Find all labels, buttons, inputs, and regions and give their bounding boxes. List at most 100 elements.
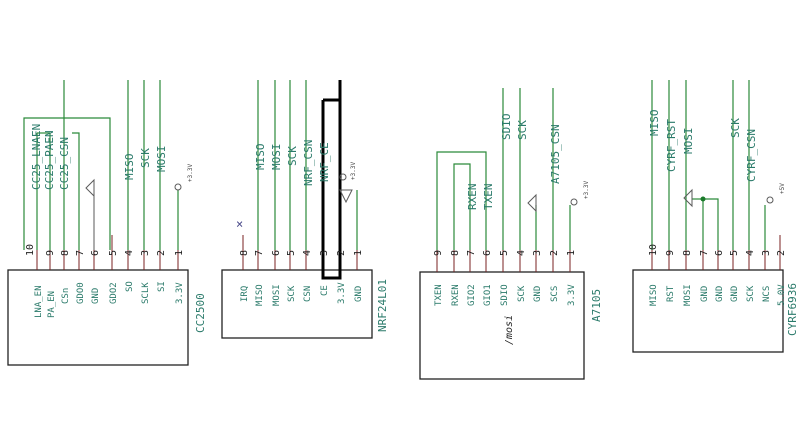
- chip-a7105: +3.3V SDIO SCK A7105_CSN TXEN RXEN 9 8 7…: [419, 88, 603, 380]
- cyrf6936-net-mosi: MOSI: [682, 128, 695, 155]
- cyrf6936-pin-name: RST: [666, 285, 676, 302]
- cyrf6936-pin-num: 2: [776, 250, 787, 256]
- cyrf6936-pin-name: NCS: [762, 286, 772, 302]
- a7105-net-sck: SCK: [516, 120, 529, 140]
- nrf24l01-pin-num: 3: [319, 250, 330, 256]
- nrf24l01-net-csn: NRF_CSN: [302, 140, 315, 186]
- a7105-pin-name: GIO2: [467, 284, 477, 306]
- cc2500-pin-name: LNA_EN: [34, 285, 44, 318]
- nrf24l01-net-ce: NRF_CE: [318, 142, 331, 182]
- a7105-pin-name: SCK: [517, 285, 527, 302]
- cc2500-ground-symbol: [85, 178, 95, 198]
- nrf24l01-pin-name: 3.3V: [337, 282, 347, 304]
- nrf24l01-power-symbol: [339, 173, 347, 181]
- cyrf6936-pin-name: MISO: [649, 284, 659, 306]
- cyrf6936-power-label: +5V: [779, 183, 786, 194]
- nrf24l01-body: [221, 269, 373, 339]
- nrf24l01-ce-jumper: [321, 80, 342, 280]
- cyrf6936-net-sck: SCK: [729, 118, 742, 138]
- cyrf6936-pin-num: 6: [714, 250, 725, 256]
- chip-cc2500: +3.3V CC25_LNAEN CC25_PAEN CC25_CSN MISO…: [7, 80, 207, 366]
- cc2500-pin-name: 3.3V: [175, 282, 185, 304]
- a7105-pin-name: GND: [533, 286, 543, 302]
- cyrf6936-body: [632, 269, 784, 353]
- cyrf6936-pin-name: SCK: [746, 285, 756, 302]
- cyrf6936-net-miso: MISO: [648, 110, 661, 137]
- a7105-body: [419, 271, 585, 380]
- cc2500-net-mosi: MOSI: [155, 146, 168, 173]
- cyrf6936-junction-dot: [700, 196, 706, 202]
- cyrf6936-pin-name: GND: [715, 286, 725, 302]
- nrf24l01-pin-name: SCK: [287, 285, 297, 302]
- chip-cyrf6936: +5V MISO CYRF_RST MOSI SCK CYRF_CSN 10 9…: [632, 80, 799, 353]
- nrf24l01-power-label: +3.3V: [350, 162, 357, 180]
- nrf24l01-pin-num: 5: [286, 250, 297, 256]
- cyrf6936-pin-name: GND: [700, 286, 710, 302]
- cc2500-net-miso: MISO: [123, 154, 136, 181]
- a7105-pin-num: 3: [532, 250, 543, 256]
- a7105-pin-num: 5: [499, 250, 510, 256]
- cc2500-pin-name: GDO2: [109, 282, 119, 304]
- cyrf6936-pin-num: 8: [682, 250, 693, 256]
- nrf24l01-net-mosi: MOSI: [270, 144, 283, 171]
- a7105-pin-num: 4: [516, 250, 527, 256]
- a7105-pin-name: SCS: [550, 286, 560, 302]
- cyrf6936-net-csn: CYRF_CSN: [745, 129, 758, 182]
- a7105-pin-num: 6: [482, 250, 493, 256]
- cc2500-pin-name: CSn: [61, 288, 71, 304]
- nrf24l01-pin-num: 7: [254, 250, 265, 256]
- a7105-chip-name: A7105: [590, 289, 603, 322]
- a7105-mosi-annotation: /mosi: [504, 315, 515, 345]
- a7105-ground-symbol: [527, 193, 537, 213]
- nrf24l01-no-connect-icon: ×: [236, 217, 243, 231]
- cc2500-pin-num: 5: [108, 250, 119, 256]
- cc2500-pin-name: GND: [91, 288, 101, 304]
- nrf24l01-pin-num: 1: [353, 250, 364, 256]
- cc2500-pin-num: 3: [140, 250, 151, 256]
- cyrf6936-pin-num: 4: [745, 250, 756, 256]
- a7105-pin-num: 1: [566, 250, 577, 256]
- cc2500-pin-name: PA_EN: [47, 291, 57, 318]
- cc2500-power-label: +3.3V: [187, 164, 194, 182]
- cc2500-net-csn: CC25_CSN: [58, 137, 71, 190]
- cc2500-pin-num: 7: [75, 250, 86, 256]
- nrf24l01-net-sck: SCK: [286, 146, 299, 166]
- a7105-net-csn: A7105_CSN: [549, 124, 562, 184]
- a7105-pin-name: GIO1: [483, 284, 493, 306]
- cc2500-pin-name: GDO0: [76, 282, 86, 304]
- a7105-pin-name: 3.3V: [567, 284, 577, 306]
- cyrf6936-pin-num: 7: [699, 250, 710, 256]
- a7105-net-rxen: RXEN: [466, 184, 479, 211]
- a7105-pin-name: SDIO: [500, 284, 510, 306]
- a7105-net-sdio: SDIO: [500, 114, 513, 141]
- cyrf6936-wires: [651, 80, 766, 250]
- a7105-pin-num: 2: [549, 250, 560, 256]
- cc2500-pin-num: 9: [45, 250, 56, 256]
- a7105-pin-name: TXEN: [434, 284, 444, 306]
- cc2500-wires: [23, 80, 179, 250]
- cc2500-pin-num: 8: [60, 250, 71, 256]
- nrf24l01-pin-name: GND: [354, 286, 364, 302]
- cc2500-power-symbol: [174, 183, 182, 191]
- cc2500-net-sck: SCK: [139, 148, 152, 168]
- cc2500-pin-name: SI: [157, 281, 167, 292]
- cyrf6936-pin-num: 5: [729, 250, 740, 256]
- cyrf6936-power-symbol: [766, 196, 774, 204]
- cc2500-pin-num: 10: [25, 244, 36, 256]
- cyrf6936-pin-name: MOSI: [683, 284, 693, 306]
- cc2500-pin-name: SCLK: [141, 282, 151, 304]
- cyrf6936-ground-symbol: [683, 188, 693, 208]
- nrf24l01-ground-symbol: [339, 189, 353, 204]
- nrf24l01-pin-name: CSN: [303, 286, 313, 302]
- nrf24l01-pin-num: 4: [302, 250, 313, 256]
- a7105-power-symbol: [570, 198, 578, 206]
- nrf24l01-pin-name: MOSI: [272, 284, 282, 306]
- chip-nrf24l01: × +3.3V MISO MOSI SCK NRF_CSN NRF_CE 8 7…: [221, 80, 389, 339]
- cyrf6936-pin-num: 9: [665, 250, 676, 256]
- nrf24l01-pin-name: MISO: [255, 284, 265, 306]
- a7105-wires: [436, 88, 571, 250]
- a7105-net-txen: TXEN: [482, 184, 495, 211]
- a7105-pin-name: RXEN: [451, 284, 461, 306]
- cyrf6936-pin-name: GND: [730, 286, 740, 302]
